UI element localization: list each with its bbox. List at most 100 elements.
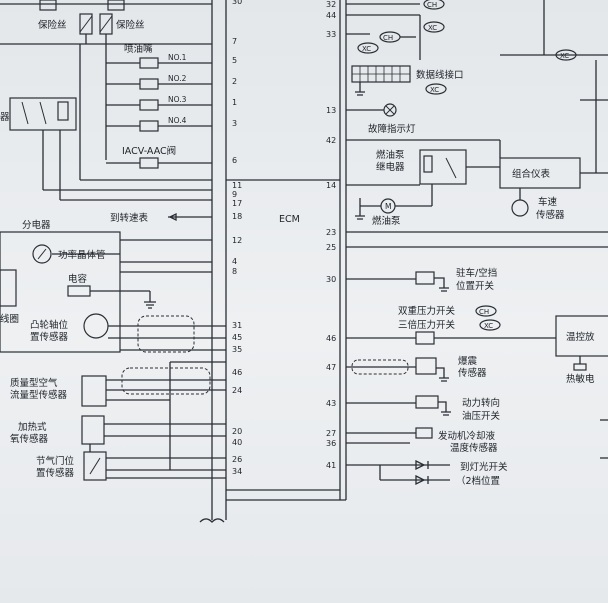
left-pin: 24 [232,386,242,395]
right-pin: 33 [326,30,336,39]
vss-label-1: 车速 [538,196,558,208]
mil-lamp [383,103,397,117]
temp-control-label: 温控放 [566,331,595,343]
right-pin: 32 [326,0,336,9]
maf-sensor-box [81,375,107,407]
right-pin: 14 [326,181,336,190]
knock-label-2: 传感器 [458,367,487,379]
svg-text:XC: XC [484,322,493,330]
fuel-pump-relay-label-1: 燃油泵 [376,149,405,161]
temp-control-box [555,315,608,357]
fuel-pump-label: 燃油泵 [372,215,401,227]
fuse-label-2: 保险丝 [116,19,145,31]
left-pin: 26 [232,455,242,464]
ps-label-2: 油压开关 [462,410,501,422]
svg-text:XC: XC [428,24,437,32]
knock-shield [351,359,409,375]
right-pin: 47 [326,363,336,372]
to-tach-label: 到转速表 [110,212,149,224]
right-pin: 43 [326,399,336,408]
maf-sensor-label-1: 质量型空气 [10,377,58,389]
left-pin: 40 [232,438,242,447]
xc-connector-data [425,83,447,95]
ground-symbol-bottom [199,518,225,523]
left-pin: 30 [232,0,242,6]
svg-text:CH: CH [479,308,489,316]
fuse-box-1 [39,0,57,11]
pressure-switch [415,331,435,345]
data-port-label: 数据线接口 [416,69,464,81]
coil-label: 线圈 [0,313,19,325]
svg-text:NO.1: NO.1 [168,53,187,62]
combination-meter-label: 组合仪表 [512,168,551,180]
capacitor-symbol [67,285,91,297]
fuel-pump-relay-label-2: 继电器 [376,161,405,173]
ch-connector-pressure [475,305,497,317]
left-pin: 34 [232,467,242,476]
o2-sensor-box [81,415,105,445]
left-pin: 8 [232,267,237,276]
fuse-label-1: 保险丝 [38,19,67,31]
injector-3: NO.3 [106,95,212,111]
maf-shield [121,367,211,395]
headlamp-label-1: 到灯光开关 [460,461,508,473]
iacv-label: IACV-AAC阀 [122,145,176,157]
knock-label-1: 爆震 [458,355,478,367]
park-neutral-switch [415,271,435,285]
left-pin: 1 [232,98,237,107]
xc-connector-pressure [479,319,501,331]
left-pin: 9 [232,190,237,199]
injector-4: NO.4 [106,116,212,132]
triple-pressure-label: 三倍压力开关 [398,319,456,331]
fuel-pump-relay [419,149,467,185]
maf-sensor-label-2: 流量型传感器 [10,389,68,401]
right-pin: 13 [326,106,336,115]
tps-sensor-label-1: 节气门位 [36,455,75,467]
right-pin: 27 [326,429,336,438]
dual-pressure-label: 双重压力开关 [398,305,456,317]
svg-text:XC: XC [560,52,569,60]
knock-sensor [415,357,437,375]
tps-sensor-label-2: 置传感器 [36,467,75,479]
vss-symbol [511,199,529,217]
cam-sensor-symbol [83,313,109,339]
left-pin: 12 [232,236,242,245]
right-pin: 36 [326,439,336,448]
injector-2: NO.2 [106,74,212,90]
left-pin: 46 [232,368,242,377]
left-pin-labels: 30 7 5 2 1 3 6 11 9 17 18 12 4 8 31 45 3… [232,0,242,476]
ps-switch [415,395,439,409]
xc-connector-mid [357,42,379,54]
injector-title: 喷油嘴 [124,43,153,55]
tps-sensor-box [83,451,107,481]
thermistor-label: 热敏电 [566,373,595,385]
cam-sensor-label-1: 凸轮轴位 [30,319,69,331]
ect-label-2: 温度传感器 [450,442,498,454]
ecm-label: ECM [279,214,300,225]
left-pin: 3 [232,119,237,128]
capacitor-label: 电容 [68,273,88,285]
right-pin: 23 [326,228,336,237]
right-pin-labels: 32 44 33 13 42 14 23 25 30 46 47 43 27 3… [326,0,336,470]
xc-connector-top [423,21,445,33]
injector-1: NO.1 [106,53,212,69]
svg-text:M: M [385,202,391,211]
svg-text:XC: XC [430,86,439,94]
ch-connector-top [423,0,445,10]
right-pin: 30 [326,275,336,284]
svg-text:CH: CH [427,1,437,9]
mil-label: 故障指示灯 [368,123,416,135]
left-pin: 6 [232,156,237,165]
cam-sensor-label-2: 置传感器 [30,331,69,343]
iacv-coil [139,157,159,169]
left-pin: 18 [232,212,242,221]
o2-sensor-label-2: 氧传感器 [10,433,49,445]
right-pin: 41 [326,461,336,470]
park-neutral-label-2: 位置开关 [456,280,495,292]
headlamp-label-2: （2档位置 [456,475,500,487]
cam-shield [137,315,195,353]
left-pin: 45 [232,333,242,342]
ect-sensor [415,427,433,439]
svg-text:CH: CH [383,34,393,42]
